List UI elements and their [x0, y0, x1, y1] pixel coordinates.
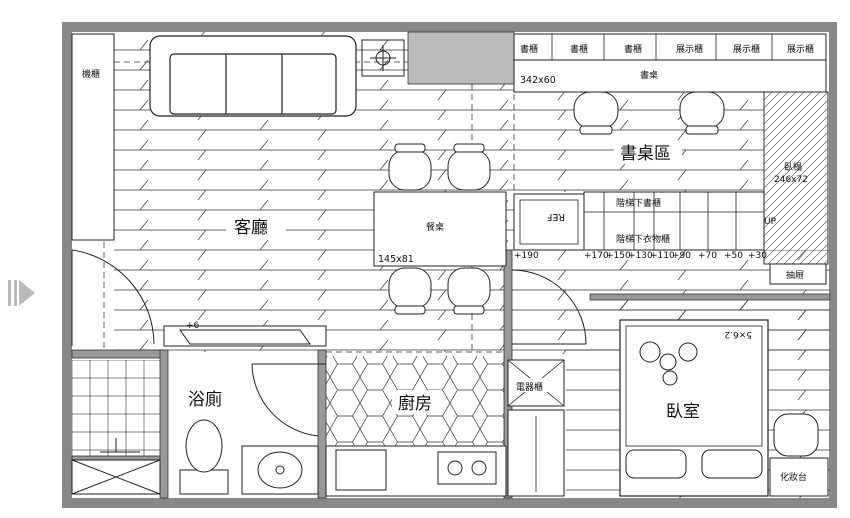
bed-size-label: 5×6.2: [724, 329, 752, 339]
play-arrow-icon: [8, 280, 35, 306]
fridge: REF: [513, 193, 585, 251]
desk-size-label: 342x60: [520, 75, 556, 86]
up-mark-label: UP: [764, 217, 777, 227]
appliance-cabinet: 電器櫃: [507, 359, 565, 497]
drawer: 抽屜: [769, 263, 827, 285]
stair-book-cabinet-label: 階梯下書櫃: [616, 197, 661, 209]
desk-label: 書桌: [640, 69, 658, 81]
faucet-icon: [100, 438, 140, 453]
dining-size-label: 145x81: [378, 254, 414, 265]
washbasin-icon: [241, 445, 319, 495]
stair-height-4: +130: [628, 251, 653, 261]
entrance-door: [71, 249, 155, 346]
bedroom-door: [511, 269, 587, 345]
lamp-icon: [361, 39, 405, 77]
room-label-kitchen: 廚房: [398, 393, 432, 414]
desk-chairs: [573, 91, 725, 135]
left-cabinet-label: 機櫃: [82, 68, 100, 80]
drawer-label: 抽屜: [786, 269, 804, 281]
dining-table-label: 餐桌: [426, 221, 444, 233]
stove-icon: [437, 451, 497, 485]
dining-chairs: [388, 143, 491, 315]
stair-cabinets: 階梯下書櫃 階梯下衣物櫃: [583, 191, 765, 251]
bookcase-label-2: 書櫃: [570, 43, 588, 55]
counter-unit: +6: [163, 321, 327, 347]
vanity-label: 化妝台: [780, 471, 807, 483]
appliance-cabinet-label: 電器櫃: [516, 381, 543, 393]
stair-height-9: +30: [748, 251, 767, 261]
shower-tray: [71, 459, 161, 495]
toilet-icon: [179, 419, 229, 495]
stair-height-3: +150: [606, 251, 631, 261]
room-label-bedroom: 臥室: [666, 402, 700, 422]
flower-decoration-icon: [639, 341, 698, 386]
stair-height-7: +70: [698, 251, 717, 261]
display-cabinet-label-2: 展示櫃: [733, 43, 760, 55]
bookcase-label-3: 書櫃: [624, 43, 642, 55]
stair-height-8: +50: [724, 251, 743, 261]
tv-mark-label: +6: [186, 321, 200, 331]
room-label-bathroom: 浴廁: [188, 389, 222, 410]
bookcase-label-1: 書櫃: [520, 43, 538, 55]
sofa: [149, 35, 357, 117]
room-label-desk-area: 書桌區: [620, 144, 671, 164]
left-cabinet: 機櫃: [71, 33, 115, 241]
display-cabinet-label-3: 展示櫃: [787, 43, 814, 55]
stair-height-2: +170: [584, 251, 609, 261]
stair-height-6: +90: [672, 251, 691, 261]
loft-bed-area: [763, 91, 829, 265]
dining-table: 餐桌 145x81: [373, 191, 507, 267]
room-labels: 客廳 書桌區 廚房 浴廁 臥室: [184, 140, 712, 422]
loft-bed-label: 臥榻: [784, 161, 802, 173]
bath-door: [251, 363, 326, 437]
fridge-label: REF: [547, 211, 565, 222]
stair-heights: +190 +170 +150 +130 +110 +90 +70 +50 +30: [514, 251, 767, 261]
stair-height-5: +110: [650, 251, 675, 261]
bookcase-row: 書櫃 書櫃 書櫃 展示櫃 展示櫃 展示櫃 342x60 書桌: [513, 33, 827, 93]
stair-wardrobe-label: 階梯下衣物櫃: [616, 233, 670, 245]
stair-height-1: +190: [514, 251, 539, 261]
loft-bed-size-label: 246x72: [774, 175, 808, 185]
room-label-living: 客廳: [234, 218, 268, 238]
display-cabinet-label-1: 展示櫃: [676, 43, 703, 55]
vanity: 化妝台: [769, 413, 829, 497]
